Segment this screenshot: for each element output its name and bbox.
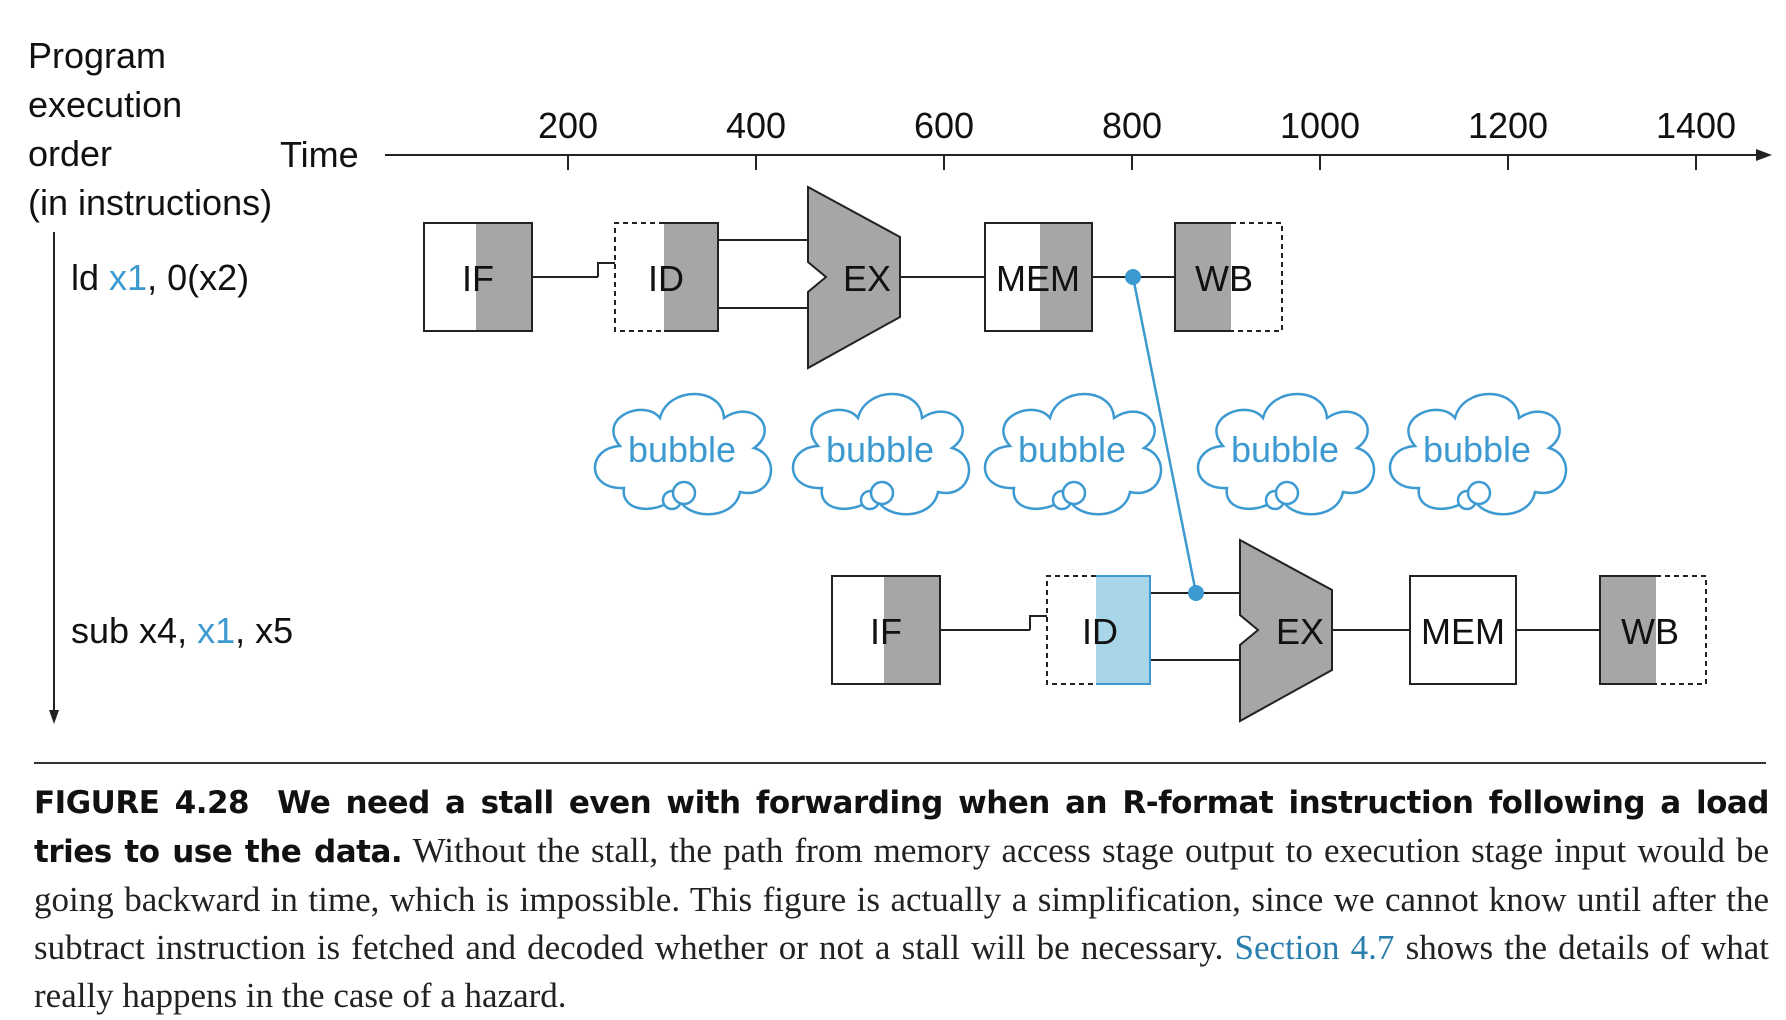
sub-if-label: IF (870, 611, 902, 652)
bubble-4-label: bubble (1231, 429, 1339, 470)
sub-ex-label: EX (1276, 611, 1324, 652)
sub-mem-stage: MEM (1409, 575, 1517, 685)
bubble-1: bubble (593, 392, 773, 516)
tick-label-1200: 1200 (1468, 105, 1548, 146)
caption-tail: shows the details of what really happens… (34, 928, 1770, 1015)
sub-id-label: ID (1082, 611, 1118, 652)
tick-label-400: 400 (726, 105, 786, 146)
forward-source-dot (1125, 269, 1141, 285)
bubble-2-label: bubble (826, 429, 934, 470)
section-link[interactable]: Section 4.7 (1234, 928, 1395, 967)
ld-wb-stage: WB (1174, 222, 1283, 332)
forward-target-dot (1188, 585, 1204, 601)
ld-if-label: IF (462, 258, 494, 299)
forwarding-path (1125, 269, 1204, 601)
tick-label-1400: 1400 (1656, 105, 1736, 146)
bubble-2: bubble (791, 392, 971, 516)
ld-mem-label: MEM (996, 258, 1080, 299)
pipeline-stall-diagram: Program execution order (in instructions… (28, 35, 1772, 724)
ld-id-label: ID (648, 258, 684, 299)
bubble-3-label: bubble (1018, 429, 1126, 470)
sub-wb-label: WB (1621, 611, 1679, 652)
figure-number: FIGURE 4.28 (34, 785, 250, 821)
sub-pipeline: IF ID EX MEM WB (831, 538, 1707, 723)
order-label-line-2: execution (28, 84, 182, 125)
ld-ex-label: EX (843, 258, 891, 299)
figure-title: We need a stall even with forwarding whe… (34, 785, 1770, 870)
instruction-sub-label: sub x4, x1, x5 (71, 610, 293, 651)
ld-pipeline: IF ID EX MEM WB (423, 185, 1283, 370)
sub-ex-stage: EX (1239, 538, 1333, 723)
bubble-1-label: bubble (628, 429, 736, 470)
bubble-4: bubble (1196, 392, 1376, 516)
tick-label-200: 200 (538, 105, 598, 146)
time-label: Time (280, 134, 359, 175)
ld-wb-label: WB (1195, 258, 1253, 299)
tick-label-1000: 1000 (1280, 105, 1360, 146)
order-label-line-4: (in instructions) (28, 182, 272, 223)
tick-label-800: 800 (1102, 105, 1162, 146)
ld-mem-stage: MEM (984, 222, 1093, 332)
ld-ex-stage: EX (807, 185, 901, 370)
caption-divider (34, 762, 1766, 764)
sub-if-stage: IF (831, 575, 941, 685)
time-axis (385, 149, 1772, 170)
ld-if-stage: IF (423, 222, 533, 332)
order-label-line-3: order (28, 133, 112, 174)
order-axis-label: Program execution order (in instructions… (28, 35, 272, 223)
bubble-5-label: bubble (1423, 429, 1531, 470)
sub-id-stage: ID (1046, 575, 1151, 685)
instruction-ld-label: ld x1, 0(x2) (71, 257, 249, 298)
bubble-3: bubble (983, 392, 1163, 516)
order-label-line-1: Program (28, 35, 166, 76)
ld-id-stage: ID (614, 222, 719, 332)
stall-bubbles: bubble bubble bubble bubble bubble (593, 392, 1568, 516)
sub-wb-stage: WB (1599, 575, 1707, 685)
order-arrow (49, 232, 59, 724)
sub-mem-label: MEM (1421, 611, 1505, 652)
tick-label-600: 600 (914, 105, 974, 146)
caption-body: Without the stall, the path from memory … (34, 831, 1769, 967)
bubble-5: bubble (1388, 392, 1568, 516)
